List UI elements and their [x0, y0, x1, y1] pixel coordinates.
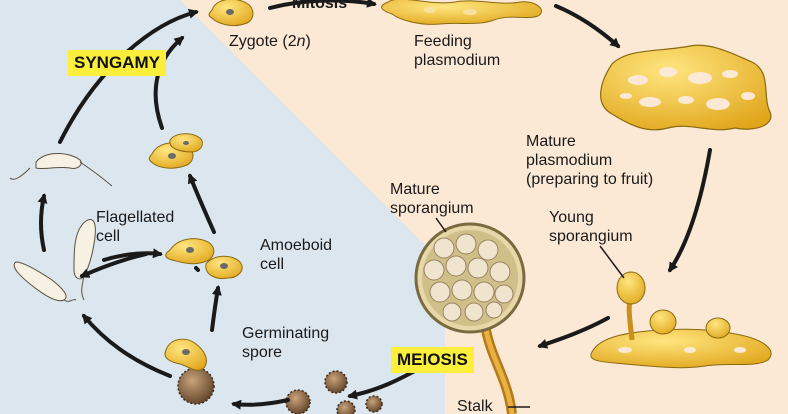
arrow-germinating-to-amoeboid — [210, 285, 222, 332]
flagellated-cells — [9, 153, 113, 302]
arrow-flagellated-to-flagellated — [37, 193, 48, 252]
arrow-mature-to-young — [668, 148, 712, 273]
zygote-label-close: ) — [305, 33, 311, 50]
germinating-spore-label-line1: Germinating — [242, 325, 330, 342]
zygote-label-n: n — [296, 33, 306, 50]
mature-plasmodium-label-line1: Mature — [526, 133, 576, 150]
mature-sporangium-leader-line — [435, 217, 447, 233]
zygote-label-text: Zygote (2 — [229, 33, 297, 50]
syngamy-label: SYNGAMY — [68, 50, 166, 76]
arrow-amoebae-to-zygote — [153, 36, 185, 130]
mitosis-label: Mitosis — [292, 0, 348, 12]
zygote — [208, 0, 254, 27]
mature-sporangium-label-line1: Mature — [390, 181, 440, 198]
mature-plasmodium-label-line3: (preparing to fruit) — [526, 171, 654, 188]
amoeboid-cell-label-line1: Amoeboid — [260, 237, 333, 254]
arrow-young-to-meiosis — [537, 316, 610, 349]
zygote-label: Zygote (2n) — [229, 32, 311, 51]
feeding-plasmodium-label-line1: Feeding — [414, 33, 472, 50]
germinating-amoeba — [164, 338, 207, 371]
mature-plasmodium-label-line2: plasmodium — [526, 152, 613, 169]
young-sporangium-label-line2: sporangium — [549, 228, 633, 245]
stalk-label: Stalk — [457, 398, 493, 414]
arrow-flag-amoeboid-left — [79, 252, 148, 278]
meiosis-label: MEIOSIS — [391, 347, 474, 373]
amoeboid-cell-label-line2: cell — [260, 256, 285, 273]
flagellated-cell-label-line2: cell — [96, 228, 121, 245]
feeding-plasmodium-label-line2: plasmodium — [414, 52, 501, 69]
fusing-amoebae — [148, 133, 203, 169]
germinating-spore-label-line2: spore — [242, 344, 283, 361]
mature-sporangium — [414, 222, 526, 414]
young-sporangium-cluster — [590, 271, 772, 369]
cycle-arrows — [37, 0, 712, 410]
mature-sporangium-label-line2: sporangium — [390, 200, 474, 217]
young-sporangium-leader-line — [599, 245, 625, 279]
young-sporangium-label-line1: Young — [549, 209, 594, 226]
arrow-germinating-to-flagellated — [82, 313, 172, 378]
arrow-to-amoeboid-cell — [194, 266, 200, 272]
arrow-feeding-to-mature — [554, 4, 621, 48]
arrow-small-spores — [231, 398, 290, 410]
haploid-region — [0, 0, 445, 414]
flagellated-cell-label-line1: Flagellated — [96, 209, 175, 226]
arrow-flag-amoeboid-right — [102, 248, 163, 262]
arrow-amoeboid-to-fusing — [187, 173, 216, 234]
arrow-zygote-to-feeding — [268, 0, 377, 10]
spores — [177, 367, 383, 414]
mature-plasmodium — [600, 44, 772, 131]
amoeboid-cells — [165, 238, 243, 279]
feeding-plasmodium — [381, 0, 542, 25]
